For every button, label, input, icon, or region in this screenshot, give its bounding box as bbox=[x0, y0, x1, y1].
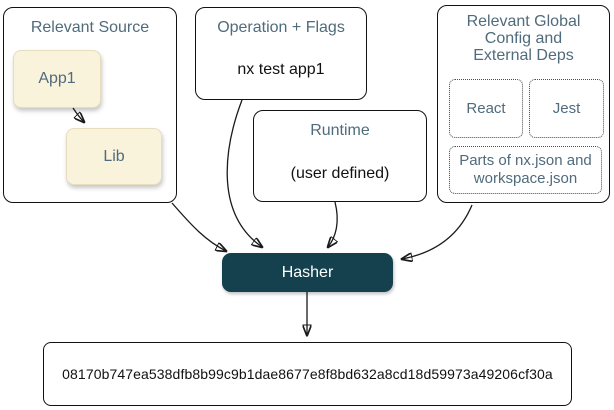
global-config-title-line3: External Deps bbox=[473, 47, 574, 64]
arrow-runtime-to-hasher bbox=[328, 201, 337, 247]
arrow-source-to-hasher bbox=[171, 202, 226, 251]
hash-output-box: 08170b747ea538dfb8b99c9b1dae8677e8f8bd63… bbox=[43, 342, 572, 406]
hasher-label: Hasher bbox=[281, 263, 334, 281]
app1-label: App1 bbox=[38, 70, 76, 87]
workspace-config-label: Parts of nx.json and workspace.json bbox=[459, 152, 592, 188]
app1-node: App1 bbox=[13, 50, 101, 108]
runtime-title: Runtime bbox=[310, 122, 370, 139]
operation-flags-panel: Operation + Flags nx test app1 bbox=[195, 7, 367, 100]
global-config-title-line2: Config and bbox=[484, 30, 563, 47]
lib-node: Lib bbox=[66, 128, 162, 185]
global-config-panel: Relevant Global Config and External Deps… bbox=[437, 5, 610, 203]
workspace-config-line2: workspace.json bbox=[473, 170, 578, 187]
hash-output-value: 08170b747ea538dfb8b99c9b1dae8677e8f8bd63… bbox=[62, 366, 553, 382]
global-config-title-line1: Relevant Global bbox=[466, 13, 581, 30]
runtime-panel: Runtime (user defined) bbox=[253, 110, 427, 202]
relevant-source-panel: Relevant Source App1 Lib bbox=[3, 7, 177, 203]
operation-flags-title: Operation + Flags bbox=[217, 19, 345, 36]
global-config-title: Relevant Global Config and External Deps bbox=[438, 6, 609, 64]
workspace-config-line1: Parts of nx.json and bbox=[459, 152, 592, 169]
lib-label: Lib bbox=[103, 147, 125, 165]
jest-dep-node: Jest bbox=[529, 79, 604, 138]
hasher-node: Hasher bbox=[222, 253, 393, 292]
relevant-source-title: Relevant Source bbox=[30, 19, 150, 36]
jest-dep-label: Jest bbox=[552, 100, 581, 117]
runtime-value: (user defined) bbox=[290, 165, 390, 182]
operation-command: nx test app1 bbox=[237, 61, 325, 78]
workspace-config-node: Parts of nx.json and workspace.json bbox=[449, 146, 602, 194]
react-dep-label: React bbox=[466, 100, 506, 117]
arrow-global-to-hasher bbox=[402, 204, 473, 259]
react-dep-node: React bbox=[449, 79, 523, 138]
